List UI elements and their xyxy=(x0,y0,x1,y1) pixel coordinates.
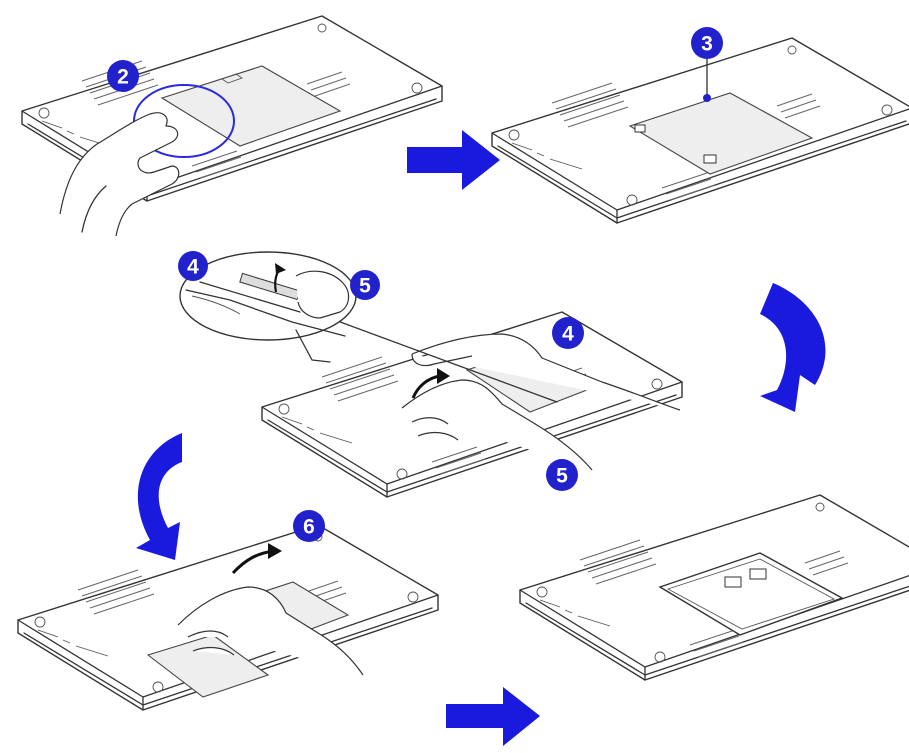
step-badge-label: 4 xyxy=(562,323,574,346)
panel-steps-4-5 xyxy=(261,305,683,498)
step-badge: 5 xyxy=(546,459,578,491)
step-badge-label: 3 xyxy=(701,33,713,56)
step-badge-label: 2 xyxy=(117,66,129,89)
screw-marker xyxy=(703,94,711,102)
battery-compartment xyxy=(658,552,844,636)
lift-arrow-icon xyxy=(411,368,450,399)
magnified-inset xyxy=(179,251,357,363)
hand-illustration xyxy=(411,333,681,411)
panel-step-2 xyxy=(21,15,443,237)
step-badge: 5 xyxy=(350,270,380,300)
step-badge-label: 5 xyxy=(359,275,371,298)
rotate-clockwise-icon xyxy=(760,283,826,412)
highlight-circle xyxy=(133,84,235,158)
step-badge: 6 xyxy=(293,510,325,542)
rotate-counterclockwise-icon xyxy=(136,433,182,560)
hand-illustration-lower xyxy=(401,379,593,471)
step-badge-label: 5 xyxy=(556,465,568,488)
battery-cover xyxy=(628,92,814,175)
panel-step-6 xyxy=(17,524,439,711)
panel-cover-removed xyxy=(519,494,909,681)
battery-pack xyxy=(146,634,270,698)
arrow-right-icon xyxy=(407,130,500,190)
step-badge: 3 xyxy=(691,27,723,59)
arrow-right-icon xyxy=(446,687,540,746)
step-badge: 2 xyxy=(107,60,139,92)
step-badge-label: 4 xyxy=(187,256,199,279)
step-badge: 4 xyxy=(178,251,208,281)
panel-step-3 xyxy=(491,37,909,224)
hand-illustration xyxy=(177,586,364,676)
hand-illustration xyxy=(59,112,180,237)
step-badge-label: 6 xyxy=(303,516,315,539)
step-badge: 4 xyxy=(552,317,584,349)
